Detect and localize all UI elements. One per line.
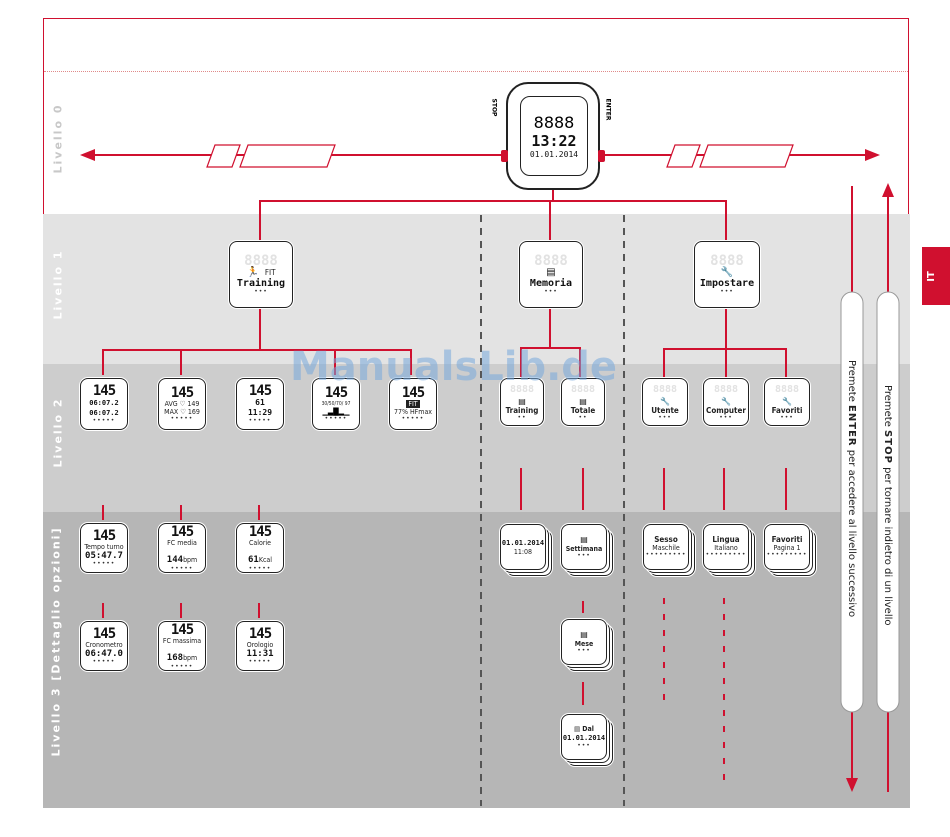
watch-date: 01.01.2014 <box>529 150 579 159</box>
memory-icon: ▤ <box>518 397 526 406</box>
setting-sesso[interactable]: Sesso Maschile ••••••••• <box>643 524 689 570</box>
setting-sesso-stack: Sesso Maschile ••••••••• <box>643 524 695 576</box>
runner-icon: 🏃 <box>246 267 259 278</box>
wrench-icon: 🔧 <box>721 397 731 406</box>
detail-orologio[interactable]: 145 Orologio 11:31 ••••• <box>236 621 284 671</box>
stop-label: STOP <box>490 98 498 117</box>
impostare-utente-item[interactable]: 8888 🔧 Utente ••• <box>642 378 688 426</box>
impostare-menu[interactable]: 8888 🔧 Impostare ••• <box>694 241 760 308</box>
language-tab: IT <box>922 247 950 305</box>
enter-button[interactable] <box>598 150 605 162</box>
detail-cronometro[interactable]: 145 Cronometro 06:47.0 ••••• <box>80 621 128 671</box>
detail-tempo-turno[interactable]: 145 Tempo turno 05:47.7 ••••• <box>80 523 128 573</box>
memory-icon: ▤ <box>580 535 588 544</box>
memoria-dal-stack: ▤ Dal 01.01.2014 ••• <box>561 714 613 766</box>
wrench-icon: 🔧 <box>660 397 670 406</box>
memoria-mese[interactable]: ▤ Mese ••• <box>561 619 607 665</box>
watch-screen: 8888 13:22 01.01.2014 <box>520 96 588 176</box>
memoria-mese-stack: ▤ Mese ••• <box>561 619 613 671</box>
memoria-training-item[interactable]: 8888 ▤ Training •• <box>500 378 544 426</box>
watermark: ManualsLib.de <box>290 344 618 390</box>
enter-instruction: Premete ENTER per accedere al livello su… <box>846 360 857 618</box>
watch-time: 13:22 <box>531 132 577 150</box>
setting-lingua-stack: Lingua Italiano ••••••••• <box>703 524 755 576</box>
detail-fc-massima[interactable]: 145 FC massima 168bpm ••••• <box>158 621 206 671</box>
stop-button[interactable] <box>501 150 508 162</box>
level1-band <box>43 214 910 364</box>
training-menu[interactable]: 8888 🏃 FIT Training ••• <box>229 241 293 308</box>
wrench-icon: 🔧 <box>720 267 734 278</box>
detail-fc-media[interactable]: 145 FC media 144bpm ••••• <box>158 523 206 573</box>
memoria-entry-stack: 01.01.2014 11:08 <box>500 524 552 576</box>
training-fit-tag: FIT <box>264 268 276 277</box>
memory-icon: ▤ <box>574 725 581 733</box>
stop-instruction: Premete STOP per tornare indietro di un … <box>882 385 893 626</box>
memory-icon: ▤ <box>546 267 556 278</box>
impostare-computer-item[interactable]: 8888 🔧 Computer ••• <box>703 378 749 426</box>
wrench-icon: 🔧 <box>782 397 792 406</box>
setting-favoriti[interactable]: Favoriti Pagina 1 ••••••••• <box>764 524 810 570</box>
impostare-favoriti-item[interactable]: 8888 🔧 Favoriti ••• <box>764 378 810 426</box>
training-screen-2[interactable]: 145 AVG ♡ 149 MAX ♡ 169 ••••• <box>158 378 206 430</box>
setting-lingua[interactable]: Lingua Italiano ••••••••• <box>703 524 749 570</box>
memoria-totale-item[interactable]: 8888 ▤ Totale •• <box>561 378 605 426</box>
memoria-menu[interactable]: 8888 ▤ Memoria ••• <box>519 241 583 308</box>
setting-favoriti-stack: Favoriti Pagina 1 ••••••••• <box>764 524 816 576</box>
memoria-label: Memoria <box>529 278 573 289</box>
dotted-separator <box>44 71 908 72</box>
main-watch: 8888 13:22 01.01.2014 STOP ENTER <box>490 82 611 190</box>
impostare-label: Impostare <box>699 278 755 289</box>
memory-icon: ▤ <box>579 397 587 406</box>
zone-bars-icon: ▁▃█▂▁ <box>322 408 350 416</box>
memoria-settimana[interactable]: ▤ Settimana ••• <box>561 524 607 570</box>
memory-icon: ▤ <box>580 630 588 639</box>
training-screen-4[interactable]: 145 30/50/70/ 97 ▁▃█▂▁ ••••• <box>312 378 360 430</box>
training-label: Training <box>236 278 286 289</box>
detail-calorie[interactable]: 145 Calorie 61Kcal ••••• <box>236 523 284 573</box>
memoria-settimana-stack: ▤ Settimana ••• <box>561 524 613 576</box>
memoria-entry[interactable]: 01.01.2014 11:08 <box>500 524 546 570</box>
enter-label: ENTER <box>604 98 612 121</box>
training-screen-3[interactable]: 145 61 11:29 ••••• <box>236 378 284 430</box>
training-screen-5[interactable]: 145 FIT 77% HFmax ••••• <box>389 378 437 430</box>
memoria-dal[interactable]: ▤ Dal 01.01.2014 ••• <box>561 714 607 760</box>
training-screen-1[interactable]: 145 06:07.2 06:07.2 ••••• <box>80 378 128 430</box>
